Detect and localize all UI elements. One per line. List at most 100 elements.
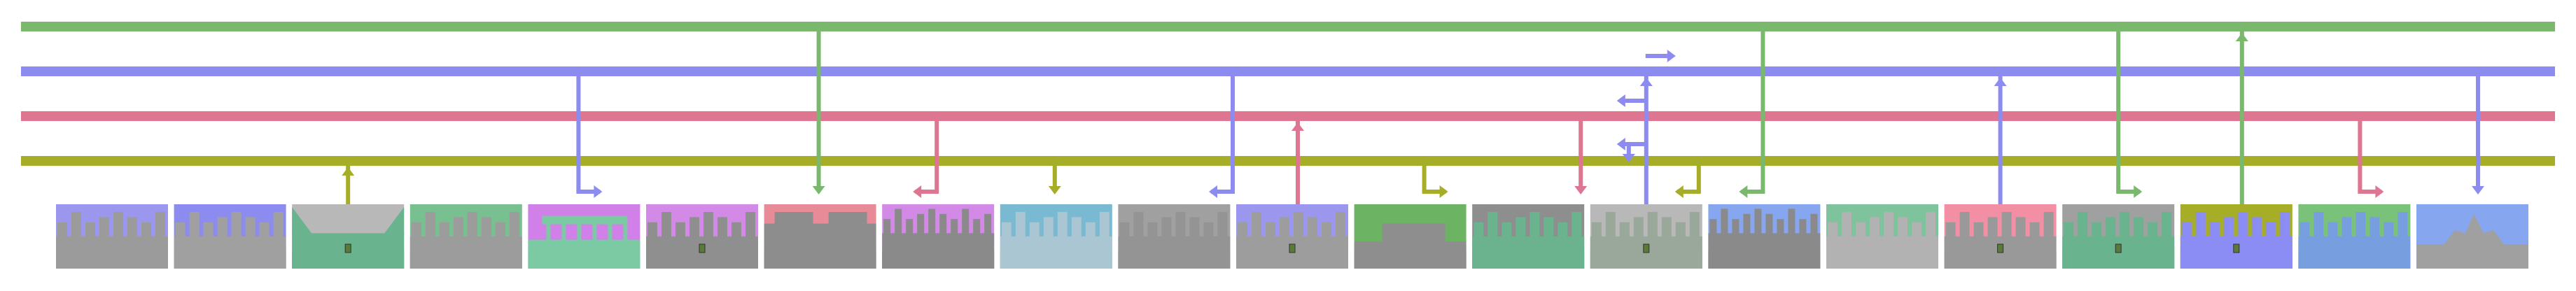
tower <box>1743 213 1751 234</box>
connector-elbow <box>576 190 601 194</box>
ground-mass <box>410 236 522 269</box>
tower <box>1189 217 1200 236</box>
arrow-head <box>1292 122 1304 131</box>
tower <box>141 222 151 236</box>
frame-21 <box>2416 204 2528 269</box>
frame-14 <box>1590 204 1702 269</box>
bridge-pillar <box>577 215 582 242</box>
tower <box>509 212 519 236</box>
tower <box>425 212 435 236</box>
tower <box>1133 212 1144 236</box>
tower <box>690 217 699 236</box>
blue-stub-right-1 <box>1645 50 1676 62</box>
tower <box>453 217 463 236</box>
tower <box>973 219 981 234</box>
tower <box>2029 222 2040 236</box>
arrow-head <box>2472 186 2484 194</box>
olive-down-frame9 <box>1048 161 1061 194</box>
tower <box>746 212 755 236</box>
connector-stem <box>1052 161 1057 186</box>
tower <box>1161 217 1172 236</box>
block-right <box>828 212 867 228</box>
connector-stem <box>1998 71 2003 218</box>
pink-down-left-frame8 <box>913 116 939 198</box>
tower <box>2300 222 2310 236</box>
tower <box>1959 212 1970 236</box>
tower <box>1147 222 1158 236</box>
tower <box>1732 219 1740 234</box>
tower <box>1558 222 1568 236</box>
tower <box>2078 212 2088 236</box>
ground-mass <box>2416 244 2528 269</box>
tower <box>1175 212 1186 236</box>
green-down-right-frame18 <box>2116 27 2143 198</box>
green-down-frame7 <box>812 27 825 194</box>
tower <box>1057 212 1068 236</box>
tower <box>1912 222 1921 236</box>
tower <box>1238 222 1247 236</box>
arrow-head <box>2375 185 2384 198</box>
tower <box>951 219 958 234</box>
player-sprite <box>1289 243 1296 253</box>
tower <box>984 213 992 234</box>
player-sprite <box>1997 243 2004 253</box>
connector-stem <box>1231 71 1235 192</box>
tower <box>1203 222 1214 236</box>
frame-9 <box>1000 204 1112 269</box>
olive-down-right-frame12 <box>1422 161 1448 198</box>
tower <box>906 219 913 234</box>
tower <box>2251 217 2262 236</box>
tower <box>1689 212 1700 236</box>
tower <box>2356 212 2366 236</box>
connector-stem <box>1760 27 1765 192</box>
frame-5 <box>528 204 640 269</box>
tower <box>648 222 657 236</box>
connector-stem <box>576 71 581 192</box>
tower <box>1308 217 1317 236</box>
tower <box>1721 208 1728 234</box>
green-bus <box>21 22 2555 31</box>
tower <box>1945 222 1956 236</box>
ground-mass <box>1000 236 1112 269</box>
tower <box>155 212 165 236</box>
blue-stub-left-1 <box>1616 94 1647 107</box>
connector-stem <box>346 161 351 218</box>
tower <box>1591 222 1602 236</box>
block-left <box>774 212 813 228</box>
arrow-head <box>1209 185 1217 198</box>
tower <box>2237 212 2248 236</box>
connector-stem <box>1578 116 1583 186</box>
connector-stem <box>816 27 821 186</box>
tower <box>411 222 421 236</box>
tower <box>1765 213 1773 234</box>
tower <box>85 222 95 236</box>
tower <box>718 217 727 236</box>
cliff-right <box>383 207 405 236</box>
stub-bar <box>1645 54 1671 58</box>
blue-down-left-frame11 <box>1209 71 1235 198</box>
frame-16 <box>1826 204 1938 269</box>
green-down-left-frame15 <box>1739 27 1765 198</box>
frame-4 <box>410 204 522 269</box>
tower <box>1099 212 1110 236</box>
peak <box>2444 213 2504 245</box>
bridge-pillar <box>546 215 551 242</box>
tower <box>439 222 449 236</box>
blue-up-frame17 <box>1994 71 2007 218</box>
connector-elbow <box>1676 190 1701 194</box>
arrow-head <box>1739 185 1748 198</box>
tower <box>1266 222 1275 236</box>
tower <box>189 212 200 236</box>
tower <box>1926 212 1935 236</box>
tower <box>1709 219 1717 234</box>
tower <box>1336 212 1345 236</box>
tower <box>1633 217 1644 236</box>
frame-13 <box>1472 204 1585 269</box>
tower <box>2134 217 2144 236</box>
player-sprite <box>2233 243 2240 253</box>
tower <box>1828 222 1837 236</box>
frame-11 <box>1236 204 1348 269</box>
tower <box>1856 222 1865 236</box>
tower <box>2181 222 2192 236</box>
arrow-head <box>2134 185 2143 198</box>
